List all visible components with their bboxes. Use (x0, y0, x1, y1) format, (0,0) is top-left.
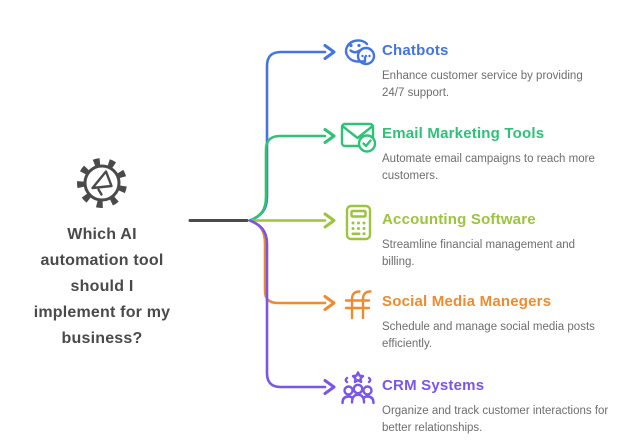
item-description: Organize and track customer interactions… (382, 405, 609, 434)
calculator-icon (338, 202, 378, 242)
item-description: Schedule and manage social media posts e… (382, 321, 595, 350)
item-social-media: Social Media Manegers Schedule and manag… (338, 284, 620, 352)
people-group-icon (338, 368, 378, 408)
item-title: Email Marketing Tools (382, 125, 545, 142)
arrowhead-chatbots (323, 44, 336, 60)
item-title: Accounting Software (382, 211, 536, 228)
item-description: Enhance customer service by providing 24… (382, 70, 583, 99)
arrowhead-accounting (323, 212, 336, 229)
arrowhead-social (323, 295, 336, 311)
connector-email (248, 128, 336, 222)
connector-chatbots (248, 44, 336, 222)
envelope-check-icon (338, 116, 378, 156)
arrowhead-email (323, 128, 336, 144)
gear-megaphone-icon (28, 156, 176, 210)
item-description: Streamline financial management and bill… (382, 239, 576, 268)
chat-bubbles-icon (338, 32, 378, 72)
connector-crm (248, 219, 336, 395)
item-title: Social Media Manegers (382, 293, 552, 310)
item-title: CRM Systems (382, 377, 485, 394)
item-title: Chatbots (382, 42, 449, 59)
arrowhead-crm (323, 379, 336, 395)
item-chatbots: Chatbots Enhance customer service by pro… (338, 32, 620, 101)
item-email-marketing: Email Marketing Tools Automate email cam… (338, 116, 620, 184)
item-accounting: Accounting Software Streamline financial… (338, 202, 620, 270)
connector-accounting (248, 212, 336, 229)
item-crm: CRM Systems Organize and track customer … (338, 368, 620, 436)
social-media-icon (338, 284, 378, 324)
question-text: Which AI automation tool should I implem… (33, 226, 171, 347)
item-description: Automate email campaigns to reach more c… (382, 153, 595, 182)
question-block: Which AI automation tool should I implem… (28, 156, 176, 352)
connector-social (248, 219, 336, 311)
